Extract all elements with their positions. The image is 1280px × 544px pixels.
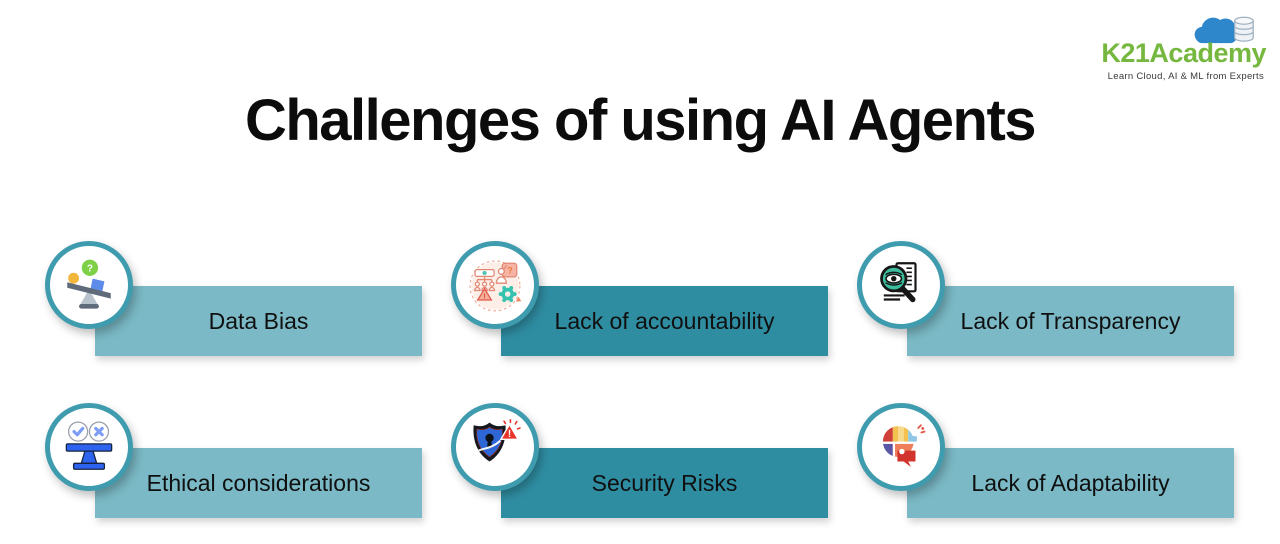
challenge-icon-badge <box>857 403 945 491</box>
k21academy-logo: K21Academy Learn Cloud, AI & ML from Exp… <box>1076 8 1266 82</box>
challenge-icon-badge: ! ? <box>451 241 539 329</box>
challenge-item-lack-of-accountability: Lack of accountability ! ? <box>451 241 831 373</box>
challenge-icon-badge: ? <box>45 241 133 329</box>
cloud-database-icon <box>1194 16 1254 44</box>
challenge-label: Lack of Transparency <box>960 307 1181 334</box>
challenge-label: Ethical considerations <box>146 469 371 496</box>
challenge-item-data-bias: Data Bias ? <box>45 241 425 373</box>
challenge-bar: Lack of Adaptability <box>907 448 1234 518</box>
challenge-bar: Security Risks <box>501 448 828 518</box>
accountability-orgchart-icon: ! ? <box>469 260 522 312</box>
page-title: Challenges of using AI Agents <box>244 88 1037 153</box>
challenge-label: Lack of Adaptability <box>971 469 1170 496</box>
challenge-bar: Lack of accountability <box>501 286 828 356</box>
brand-name: K21Academy <box>1101 38 1266 68</box>
svg-text:!: ! <box>508 429 511 440</box>
adaptability-puzzle-head-icon <box>882 424 926 467</box>
challenge-item-ethical-considerations: Ethical considerations <box>45 403 425 535</box>
challenge-icon-badge <box>857 241 945 329</box>
svg-text:!: ! <box>483 292 485 301</box>
challenge-label: Security Risks <box>591 469 738 496</box>
data-bias-seesaw-icon: ? <box>67 259 111 309</box>
ethics-balance-check-cross-icon <box>65 421 113 470</box>
svg-text:?: ? <box>87 263 93 274</box>
challenge-item-security-risks: Security Risks ! <box>451 403 831 535</box>
transparency-magnifier-eye-icon <box>880 262 917 303</box>
challenge-icon-badge <box>45 403 133 491</box>
challenge-item-lack-of-adaptability: Lack of Adaptability <box>857 403 1237 535</box>
svg-text:?: ? <box>507 266 513 276</box>
challenge-bar: Data Bias <box>95 286 422 356</box>
security-shield-warning-icon: ! <box>473 418 521 462</box>
challenge-bar: Ethical considerations <box>95 448 422 518</box>
challenge-label: Data Bias <box>208 307 309 334</box>
challenge-label: Lack of accountability <box>554 307 775 334</box>
challenge-item-lack-of-transparency: Lack of Transparency <box>857 241 1237 373</box>
brand-tagline: Learn Cloud, AI & ML from Experts <box>1107 70 1264 82</box>
challenge-icon-badge: ! <box>451 403 539 491</box>
challenge-bar: Lack of Transparency <box>907 286 1234 356</box>
